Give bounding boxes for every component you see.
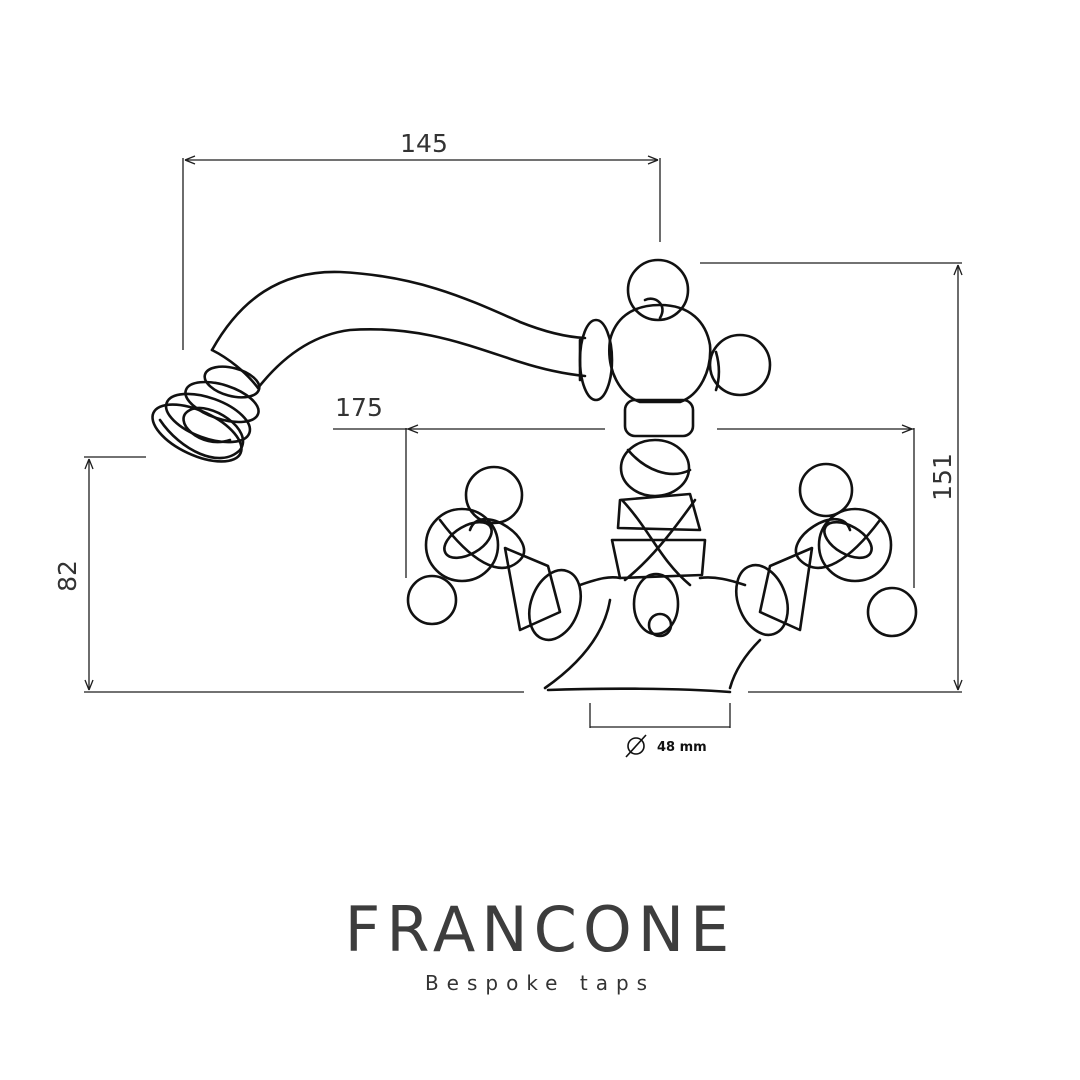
dimension-spout-height: 82: [53, 456, 524, 693]
brand-tagline: Bespoke taps: [424, 971, 656, 995]
tap-spout-collar: [578, 318, 614, 402]
tap-aerator: [151, 365, 261, 463]
tap-base: [543, 575, 762, 694]
brand-name: FRANCONE: [344, 893, 736, 966]
tap-spout: [210, 270, 587, 390]
dimension-label-width-top: 145: [400, 129, 448, 158]
dimension-label-spout-reach: 175: [335, 393, 383, 422]
dimension-width-top: 145: [182, 129, 661, 350]
dimension-base-diameter: 48 mm: [589, 703, 731, 758]
tap-left-handle: [406, 465, 582, 642]
diameter-icon: [625, 734, 647, 758]
dimension-label-spout-height: 82: [53, 560, 82, 592]
brand-logo: FRANCONE Bespoke taps: [0, 892, 1080, 996]
tap-body: [608, 258, 772, 638]
dimension-spout-reach: 175: [333, 393, 915, 588]
tap-illustration: [151, 258, 918, 694]
tap-right-handle: [735, 462, 918, 638]
dimension-label-base-diameter: 48 mm: [657, 740, 707, 755]
dimension-label-total-height: 151: [928, 453, 957, 501]
dimension-total-height: 151: [700, 262, 963, 693]
